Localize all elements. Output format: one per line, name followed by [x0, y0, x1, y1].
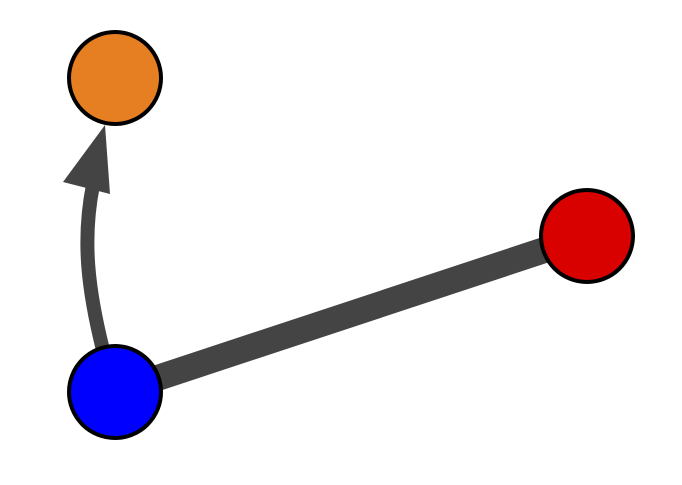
edge-blue-red	[110, 223, 592, 405]
node-orange	[67, 30, 163, 126]
arrowhead-icon	[63, 125, 110, 194]
edge-blue-orange	[80, 183, 110, 352]
node-blue	[67, 344, 163, 440]
node-red	[539, 188, 635, 284]
